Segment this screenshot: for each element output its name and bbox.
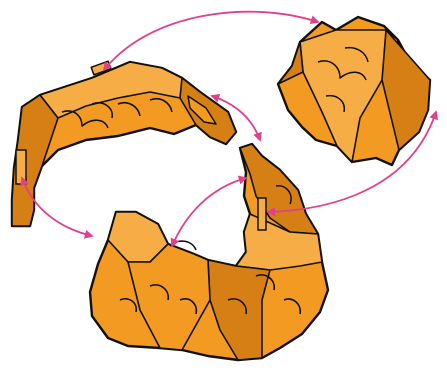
triangular-block-right [278,17,430,165]
curved-piece-bottom [90,144,328,360]
arrow-left-to-right [104,12,318,70]
arrow-bottom-internal [172,178,246,246]
